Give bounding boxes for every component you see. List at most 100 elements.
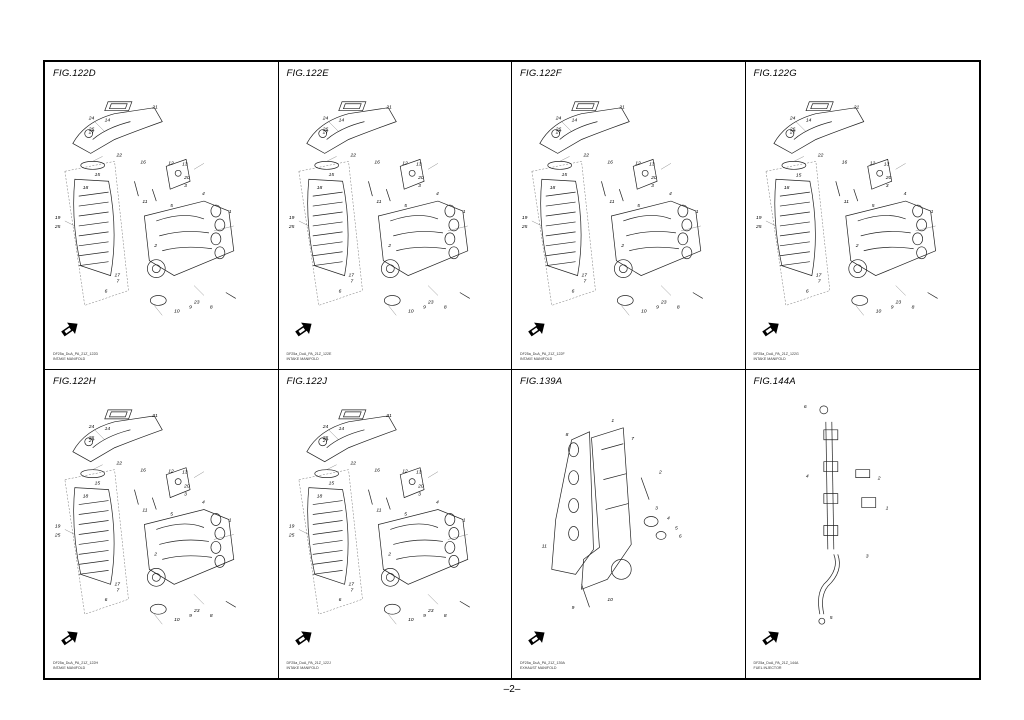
runner-port [211,541,221,553]
callout-number: 10 [408,617,414,623]
callout-number: 4 [202,500,205,506]
callout-number: 1 [611,418,614,424]
intake-fin [779,232,809,236]
callout-number: 27 [88,130,95,136]
bolt [134,181,138,196]
fuel-hose [818,554,835,614]
intake-fin [312,262,342,266]
front-arrow-mark [64,327,72,334]
figure-label: FIG.139A [520,376,563,387]
runner-port [448,219,458,231]
runner-port [215,247,225,259]
callout-number: 13 [182,161,188,167]
intake-fin [312,521,342,525]
exhaust-manifold [582,428,632,589]
callout-number: 23 [427,608,434,614]
gasket-opening [810,104,828,109]
intake-body [541,179,581,275]
throttle-bore [152,573,160,581]
callout-number: 20 [417,484,424,490]
bolt [368,181,372,196]
callout-number: 12 [402,469,408,475]
leader-line [388,614,396,624]
silencer-rib [326,430,364,448]
callout-number: 21 [618,105,625,111]
intake-fin [79,560,109,564]
intake-fin [312,530,342,534]
leader-line [915,226,935,231]
callout-number: 11 [142,508,147,514]
callout-number: 17 [815,273,821,279]
callout-number: 14 [338,118,344,124]
intake-fin [312,570,342,574]
runner-line [156,215,212,250]
intake-fin [779,212,809,216]
leader-line [194,472,204,478]
runner-line [857,215,913,250]
runner-port [444,233,454,245]
callout-number: 7 [350,279,353,285]
callout-number: 2 [153,551,157,557]
callout-number: 5 [675,525,678,531]
front-direction-icon [61,631,78,646]
throttle-gasket [851,295,867,305]
silencer-cover [73,108,162,154]
intake-body [307,488,347,585]
callout-number: 3 [885,183,888,189]
callout-number: 17 [115,581,121,587]
gasket-opening [343,104,361,109]
leader-line [93,156,103,161]
leader-line [447,534,467,539]
intake-fin [79,511,109,515]
intake-fin [79,262,109,266]
callout-number: 10 [875,308,881,314]
leader-line [793,156,803,161]
sensor-bracket [400,159,424,189]
callout-number: 2 [620,243,624,249]
callout-number: 19 [288,523,294,529]
diagram-art: 2426142721221312162015182319254311521177… [54,370,278,646]
leader-line [95,430,105,440]
callout-number: 5 [170,203,173,209]
leader-line [855,305,863,315]
callout-number: 8 [443,304,446,310]
leader-line [428,594,438,604]
callout-number: 6 [679,533,682,539]
thermo-plug [656,531,666,539]
callout-number: 23 [660,299,667,305]
throttle-bore [386,573,394,581]
silencer-rib [326,122,364,140]
leader-line [388,305,396,315]
diagram-art: 2426142721221312162015182319254311521177… [287,62,512,337]
bolt [459,601,469,607]
callout-number: 15 [95,172,101,178]
callout-number: 2 [153,243,157,249]
intake-fin [779,262,809,266]
callout-number: 1 [462,209,465,215]
callout-number: 22 [349,152,356,158]
intake-fin [79,192,109,196]
callout-number: 27 [88,438,95,444]
runner-port [682,219,692,231]
runner-line [623,215,679,250]
exhaust-gasket [552,432,594,575]
bolt [368,490,372,505]
callout-number: 26 [788,127,795,133]
leader-line [621,305,629,315]
callout-number: 7 [817,279,820,285]
intake-fin [312,202,342,206]
manifold-runners [845,201,935,276]
leader-line [661,286,671,296]
leader-line [328,122,338,132]
callout-number: 8 [677,304,680,310]
